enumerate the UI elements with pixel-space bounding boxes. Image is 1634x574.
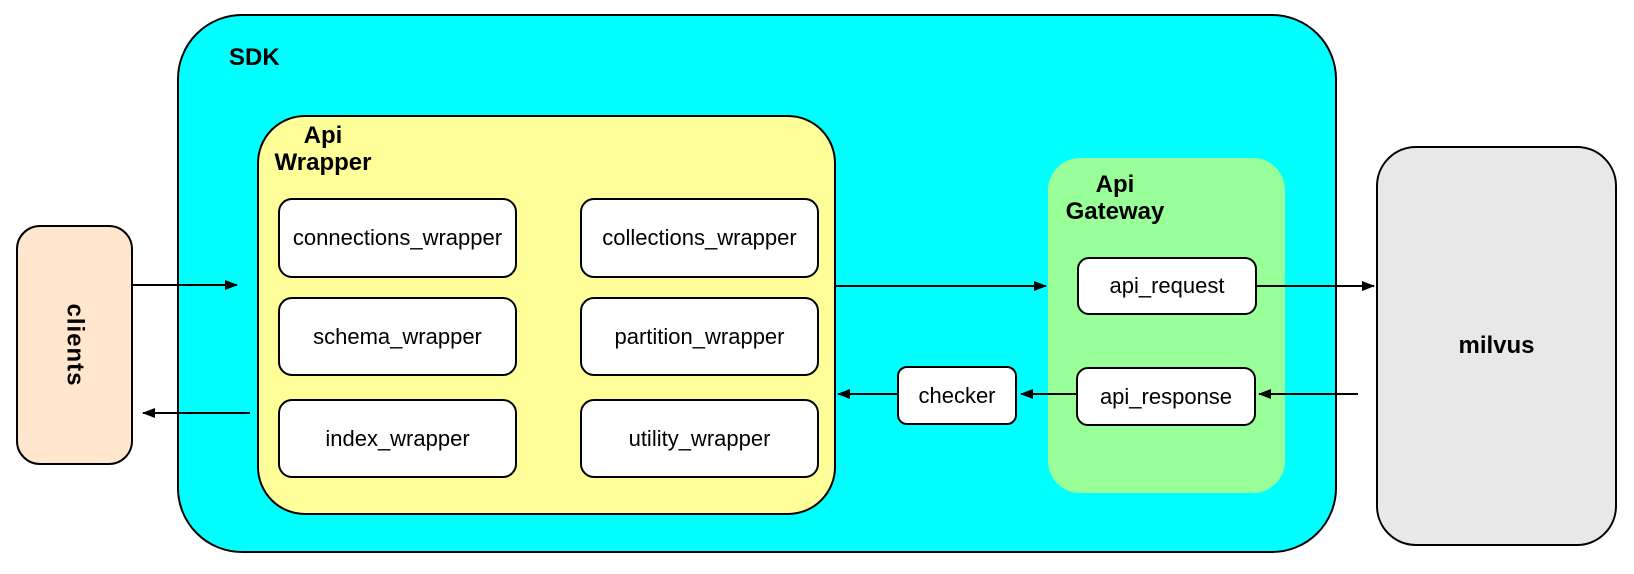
module-api-response: api_response	[1076, 367, 1256, 426]
module-schema-wrapper: schema_wrapper	[278, 297, 517, 376]
clients-node: clients	[16, 225, 133, 465]
module-collections-wrapper: collections_wrapper	[580, 198, 819, 278]
arrow-api-request-to-milvus	[1257, 281, 1375, 291]
module-api-request: api_request	[1077, 257, 1257, 315]
arrow-api-response-to-checker	[1020, 389, 1076, 399]
api-wrapper-title-line1: Api	[303, 122, 343, 149]
arrow-checker-to-api-wrapper	[837, 389, 897, 399]
api-gateway-title-line1: Api	[1095, 171, 1135, 198]
module-partition-wrapper: partition_wrapper	[580, 297, 819, 376]
api-wrapper-title-line2: Wrapper	[274, 149, 372, 176]
clients-label: clients	[61, 303, 89, 387]
checker-node: checker	[897, 366, 1017, 425]
module-utility-wrapper: utility_wrapper	[580, 399, 819, 478]
arrow-api-wrapper-to-api-gateway	[836, 281, 1047, 291]
arrow-api-wrapper-to-clients	[142, 408, 250, 418]
arrow-clients-to-sdk	[133, 280, 238, 290]
arrow-milvus-to-api-response	[1258, 389, 1358, 399]
api-gateway-title-line2: Gateway	[1065, 198, 1165, 225]
sdk-label: SDK	[229, 44, 280, 71]
milvus-node: milvus	[1376, 146, 1617, 546]
module-index-wrapper: index_wrapper	[278, 399, 517, 478]
module-connections-wrapper: connections_wrapper	[278, 198, 517, 278]
